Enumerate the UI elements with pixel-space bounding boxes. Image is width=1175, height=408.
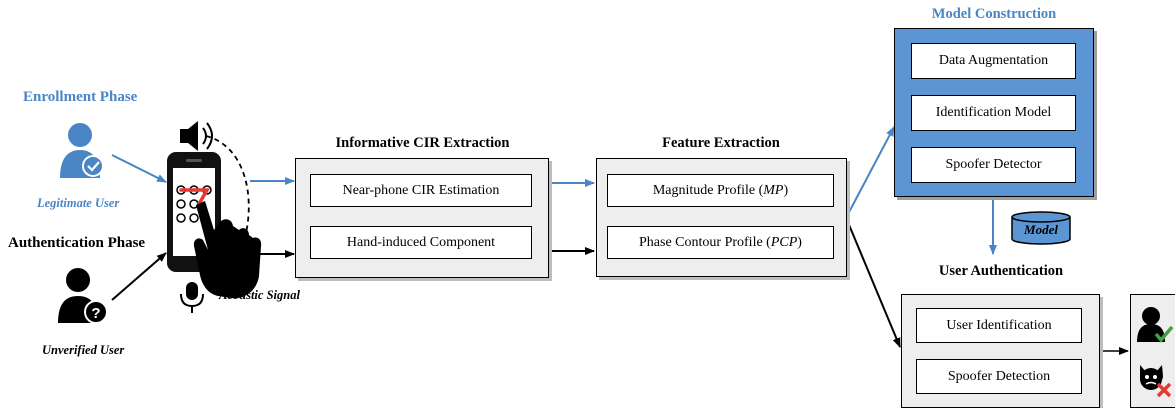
feature-extraction-panel: Magnitude Profile (MP) Phase Contour Pro…	[596, 158, 847, 277]
user-authentication-title: User Authentication	[938, 263, 1064, 279]
hand-component-box: Hand-induced Component	[310, 226, 532, 259]
feature-to-auth-arrow	[846, 219, 901, 348]
accepted-user-icon	[1137, 307, 1174, 343]
model-db-label: Model	[1024, 222, 1058, 237]
authentication-phase-title: Authentication Phase	[8, 235, 146, 251]
microphone-icon	[180, 282, 204, 313]
unverified-user-label: Unverified User	[42, 343, 125, 357]
svg-text:?: ?	[91, 305, 100, 322]
cir-extraction-panel: Near-phone CIR Estimation Hand-induced C…	[295, 158, 549, 278]
magnitude-profile-abbr: MP	[763, 182, 784, 198]
hand-icon	[193, 201, 262, 299]
magnitude-profile-suffix: )	[783, 182, 789, 198]
auth-user-arrow	[111, 252, 167, 301]
magnitude-profile-box: Magnitude Profile (MP)	[607, 174, 834, 207]
database-icon	[1011, 211, 1071, 245]
feature-extraction-title: Feature Extraction	[662, 135, 780, 151]
rejected-spoofer-icon	[1140, 365, 1172, 398]
spoofer-detector-box: Spoofer Detector	[911, 147, 1076, 183]
phase-contour-abbr: PCP	[770, 234, 798, 250]
data-augmentation-box: Data Augmentation	[911, 43, 1076, 79]
legitimate-user-label: Legitimate User	[37, 196, 120, 210]
identification-model-box: Identification Model	[911, 95, 1076, 131]
enrollment-phase-title: Enrollment Phase	[23, 89, 138, 105]
user-identification-box: User Identification	[916, 308, 1082, 343]
magnitude-profile-text: Magnitude Profile (	[652, 182, 764, 198]
cir-extraction-title: Informative CIR Extraction	[335, 135, 510, 151]
near-phone-cir-box: Near-phone CIR Estimation	[310, 174, 532, 207]
unverified-user-icon: ?	[58, 268, 108, 324]
phase-contour-text: Phase Contour Profile (	[639, 234, 771, 250]
legitimate-user-icon	[60, 123, 104, 178]
phase-contour-suffix: )	[797, 234, 802, 250]
model-construction-title: Model Construction	[931, 6, 1057, 22]
feature-to-model-arrow	[846, 126, 895, 217]
user-authentication-panel: User Identification Spoofer Detection	[901, 294, 1100, 408]
spoofer-detection-box: Spoofer Detection	[916, 359, 1082, 394]
phase-contour-profile-box: Phase Contour Profile (PCP)	[607, 226, 834, 259]
enroll-user-arrow	[111, 154, 167, 183]
model-construction-panel: Data Augmentation Identification Model S…	[894, 28, 1094, 197]
